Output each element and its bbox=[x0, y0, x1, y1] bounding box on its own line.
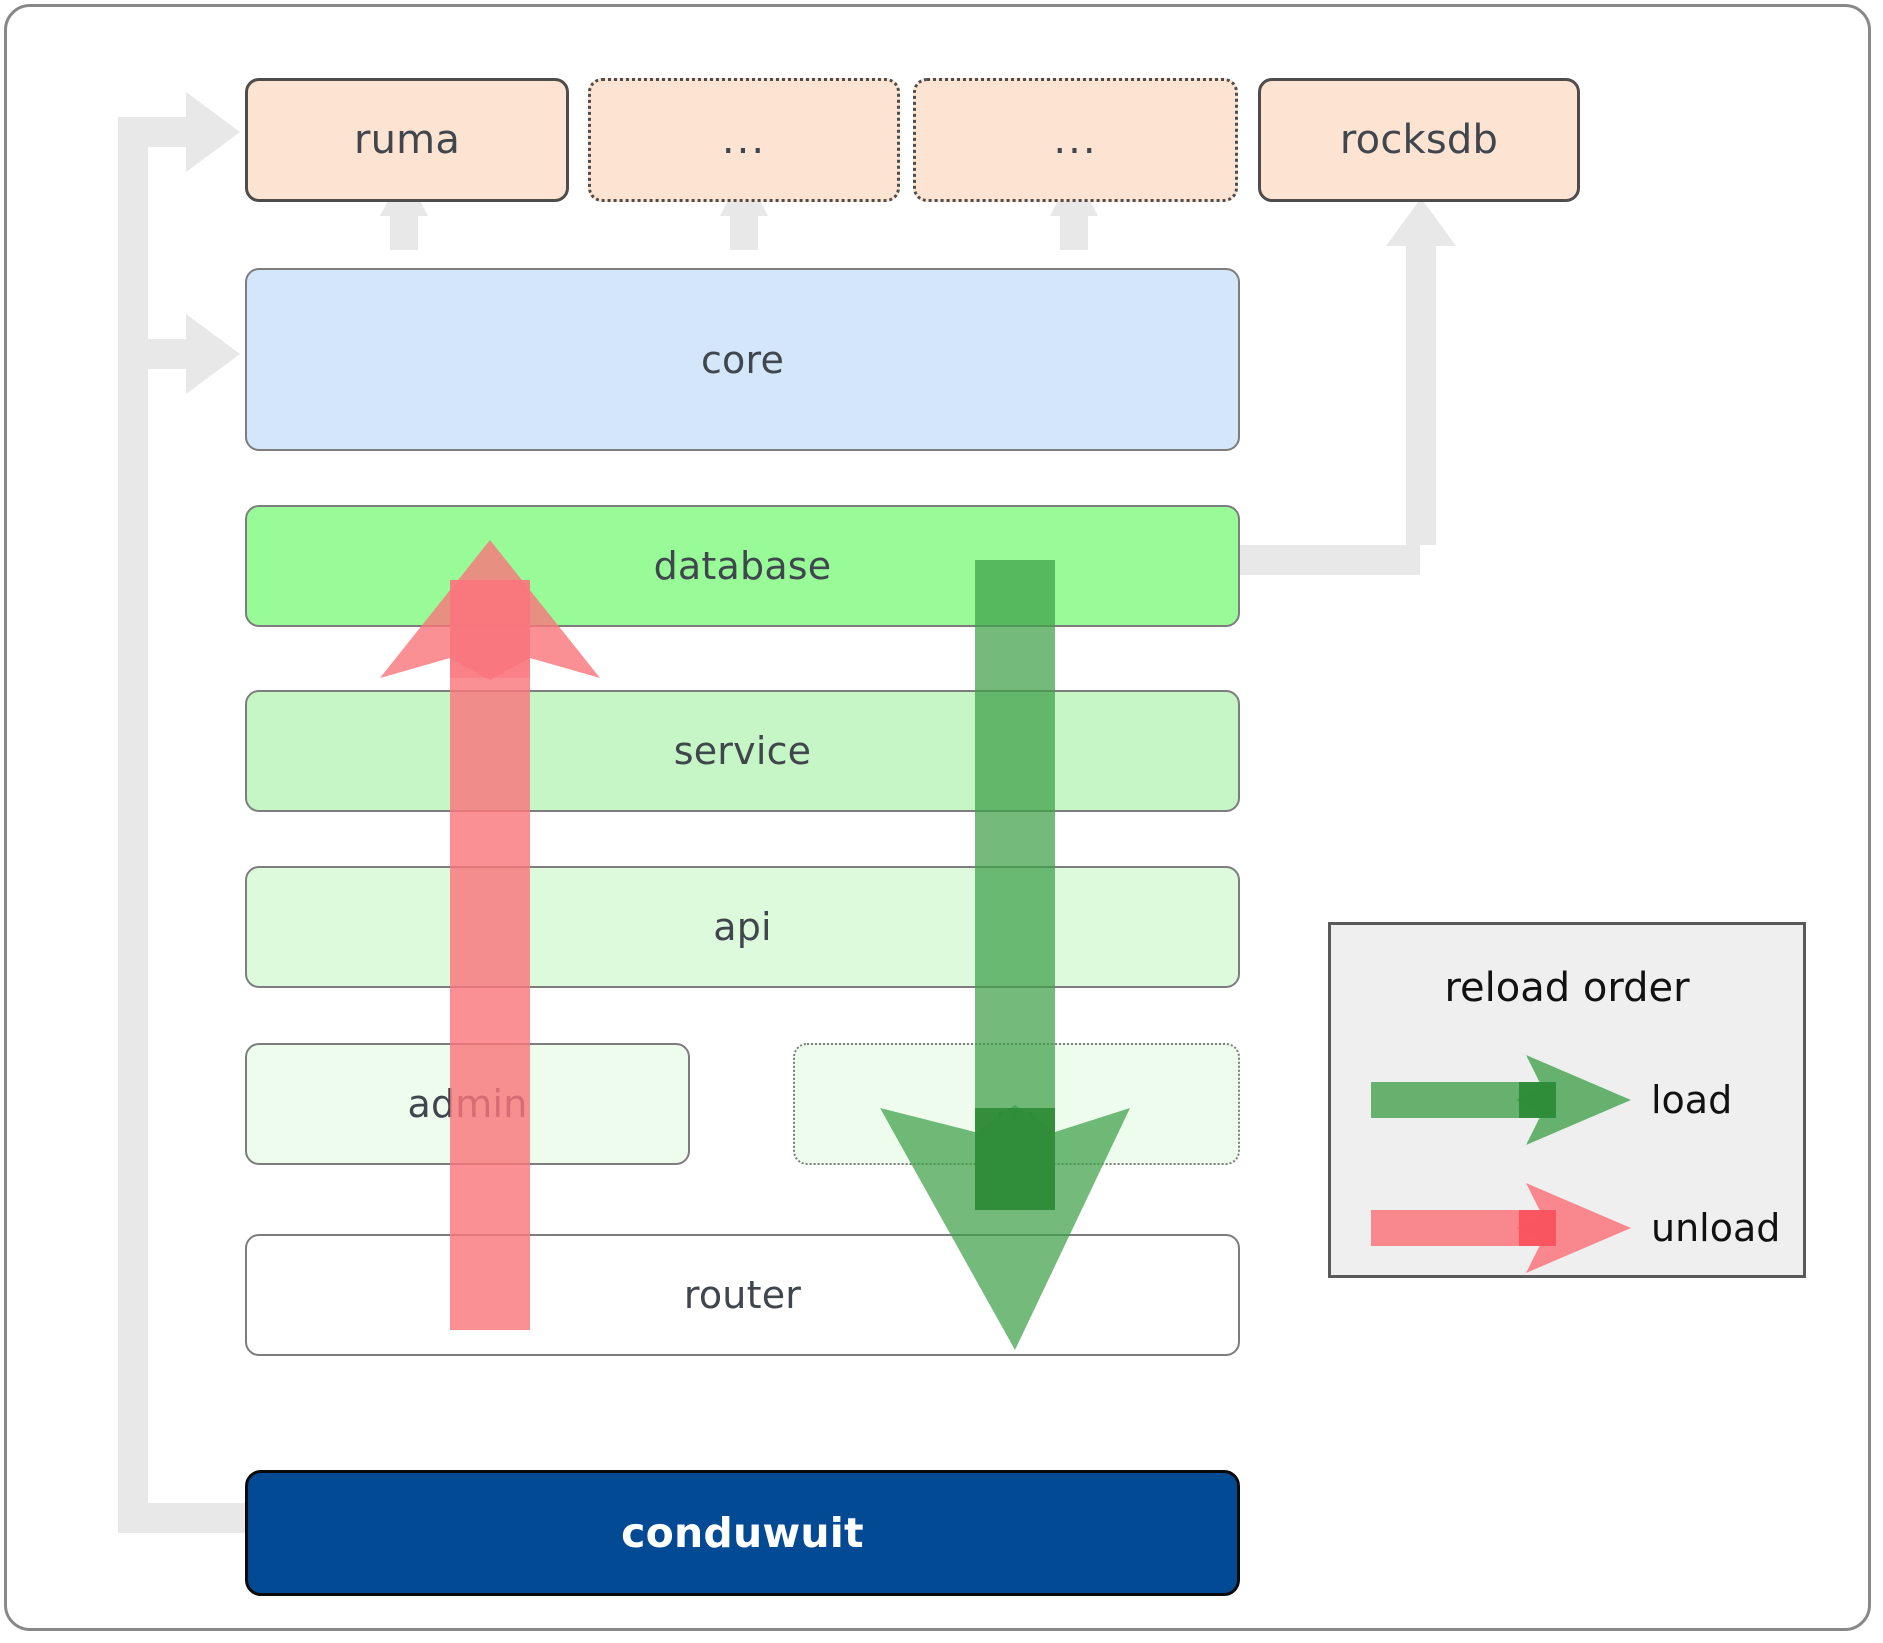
node-router[interactable]: router bbox=[245, 1234, 1240, 1356]
node-admin[interactable]: admin bbox=[245, 1043, 690, 1165]
node-rocksdb-label: rocksdb bbox=[1339, 117, 1499, 163]
node-database-label: database bbox=[653, 544, 832, 588]
node-api[interactable]: api bbox=[245, 866, 1240, 988]
legend-label-load: load bbox=[1651, 1078, 1733, 1122]
node-database[interactable]: database bbox=[245, 505, 1240, 627]
node-dependency-placeholder-b[interactable]: ... bbox=[913, 78, 1238, 202]
legend-panel: reload order load unload bbox=[1328, 922, 1806, 1278]
node-rocksdb[interactable]: rocksdb bbox=[1258, 78, 1580, 202]
node-layer-placeholder-label: ... bbox=[994, 1081, 1039, 1127]
node-ruma[interactable]: ruma bbox=[245, 78, 569, 202]
node-ruma-label: ruma bbox=[353, 117, 461, 163]
node-conduwuit-label: conduwuit bbox=[621, 1509, 864, 1557]
node-api-label: api bbox=[713, 905, 772, 949]
node-layer-placeholder[interactable]: ... bbox=[793, 1043, 1240, 1165]
legend-title: reload order bbox=[1444, 965, 1690, 1011]
node-router-label: router bbox=[683, 1273, 802, 1317]
load-arrow-icon bbox=[1371, 1055, 1631, 1145]
legend-row-load: load bbox=[1331, 1055, 1803, 1145]
node-service-label: service bbox=[673, 729, 812, 773]
node-core[interactable]: core bbox=[245, 268, 1240, 451]
node-service[interactable]: service bbox=[245, 690, 1240, 812]
node-dependency-placeholder-b-label: ... bbox=[1053, 117, 1098, 163]
legend-label-unload: unload bbox=[1651, 1206, 1781, 1250]
node-dependency-placeholder-a[interactable]: ... bbox=[588, 78, 900, 202]
legend-row-unload: unload bbox=[1331, 1183, 1803, 1273]
node-admin-label: admin bbox=[407, 1082, 528, 1126]
node-core-label: core bbox=[700, 337, 785, 382]
node-conduwuit[interactable]: conduwuit bbox=[245, 1470, 1240, 1596]
node-dependency-placeholder-a-label: ... bbox=[721, 117, 767, 163]
unload-arrow-icon bbox=[1371, 1183, 1631, 1273]
